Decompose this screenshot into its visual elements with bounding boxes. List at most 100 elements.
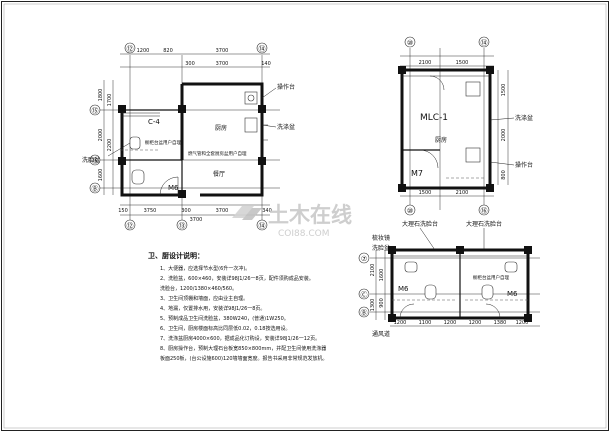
dim-text: 1200 [394, 320, 407, 326]
dim-text: 3700 [216, 208, 229, 214]
note-line: 2、洗脸盆，600×460，安装详98J1/26一8页，配件须购成品安装。 [160, 275, 314, 282]
column [258, 105, 266, 113]
design-notes: 卫、厨设计说明： 1、大便器，应选择节水型(6升一次冲)。 2、洗脸盆，600×… [148, 251, 328, 362]
dim-text: 1100 [419, 320, 432, 326]
column [118, 157, 126, 165]
dim-text: 2000 [98, 129, 104, 142]
axis-label: ⑯ [92, 157, 99, 165]
label-sink: 洗涤盆 [515, 114, 533, 122]
dim-text: 1200 [137, 48, 150, 54]
axis-circle [256, 42, 268, 54]
label-basin: 洗脸盆 [372, 244, 390, 252]
axis-label: ⑫ [127, 45, 134, 53]
dim-text: 140 [261, 61, 271, 67]
axis-circle [89, 104, 101, 116]
note-line: 1、大便器，应选择节水型(6升一次冲)。 [160, 265, 250, 272]
axis-label: ⑭ [259, 222, 266, 230]
axis-circle [478, 36, 490, 48]
axis-circle [404, 204, 416, 216]
sink-fixture [244, 117, 258, 133]
axis-circle [404, 36, 416, 48]
stove-fixture [465, 81, 481, 97]
dim-text: 1700 [107, 94, 113, 107]
note-line: 板面250板，(台公设施600)120墙墙面宽度。报告书采用非常规范发放机。 [160, 355, 328, 362]
plan-a: ⑫ ⑭ ⑫ ⑬ ⑭ ⑮ ⑯ Ⓑ 1200 820 3700 300 3700 1… [82, 42, 295, 231]
note-line: 6、卫生间，厨房楼面标高比同层低0.02，0.18按选用设。 [160, 325, 290, 332]
label-sink: 洗涤盆 [277, 123, 295, 131]
dim-text: 300 [181, 208, 191, 214]
watermark: 土木在线 COI88.COM [232, 203, 352, 239]
door-label: M6 [168, 184, 179, 192]
axis-label: ⑯ [481, 207, 488, 215]
axis-circle [89, 182, 101, 194]
dim-text: 1500 [501, 84, 507, 97]
title-left: 大理石洗脸台 [402, 220, 438, 228]
label-mirror: 梳妆镜 [372, 234, 390, 242]
dim-text: 1380 [494, 320, 507, 326]
gas-note: 燃气管和全套厨房盆用户自理 [188, 150, 247, 157]
axis-label: Ⓒ [361, 291, 368, 299]
note-line: 8、厨房操作台，预制大理石台板宽850×800mm，并配卫生间使用洗涤器 [160, 345, 326, 352]
plan-c-note: 橱柜台盆用户自理 [473, 274, 509, 281]
axis-circle [124, 42, 136, 54]
dim-text: 1600 [98, 169, 104, 182]
plan-b: ⑩ ⑭ ⑩ ⑯ 2100 1500 1500 2100 1500 2000 80… [398, 36, 533, 216]
dim-text: 300 [185, 61, 195, 67]
dim-text: 1500 [456, 60, 469, 66]
watermark-logo-icon [232, 206, 262, 220]
axis-circle [89, 154, 101, 166]
dim-text: 2100 [456, 190, 469, 196]
axis-circle [256, 219, 268, 231]
room-dining-label: 餐厅 [213, 170, 225, 178]
room-kitchen-label: 厨房 [215, 124, 227, 132]
axis-label: ⑩ [407, 207, 413, 215]
axis-circle [358, 252, 370, 264]
door-left-label: M6 [398, 285, 409, 293]
dim-text: 3700 [216, 48, 229, 54]
axis-label: ⑩ [407, 39, 413, 47]
axis-label: ⑦ [361, 255, 367, 263]
dim-text: 1200 [469, 320, 482, 326]
dim-text: 3700 [190, 217, 203, 223]
door-label-mlc: MLC-1 [420, 113, 448, 123]
dim-text: 1600 [379, 269, 385, 282]
window-label: C-4 [148, 118, 160, 126]
room-kitchen-label: 厨房 [435, 136, 447, 144]
column [178, 190, 186, 198]
door-right-label: M6 [507, 290, 518, 298]
column [258, 157, 266, 165]
dim-text: 340 [262, 208, 272, 214]
room-bath-label: 橱柜台盆用户自理 [145, 139, 181, 146]
column [178, 105, 186, 113]
note-line: 7、洗涤盆厨房4000×600，据成品化订购设，安装详98J1/26一12页。 [160, 335, 320, 342]
axis-circle [124, 219, 136, 231]
axis-label: Ⓑ [92, 185, 99, 193]
dim-text: 2100 [370, 264, 376, 277]
dim-text: 800 [501, 170, 507, 180]
axis-circle [478, 204, 490, 216]
label-basin: 洗脸盆 [82, 156, 100, 164]
axis-label: Ⓑ [361, 309, 368, 317]
label-counter: 操作台 [277, 83, 295, 91]
dim-text: 2000 [501, 129, 507, 142]
dim-text: 1800 [98, 89, 104, 102]
sink-fixture [465, 147, 481, 163]
dim-text: 3700 [216, 61, 229, 67]
door-label-m7: M7 [411, 169, 423, 178]
dim-text: 820 [163, 48, 173, 54]
axis-circle [176, 219, 188, 231]
note-line: 4、地漏，仅置排水用，安装详98J1/26一8页。 [160, 305, 265, 312]
axis-circle [358, 288, 370, 300]
axis-label: ⑭ [259, 45, 266, 53]
dim-text: 2100 [419, 60, 432, 66]
basin-fixture [504, 261, 518, 273]
axis-label: ⑫ [127, 222, 134, 230]
dim-text: 1200 [516, 320, 529, 326]
dim-text: 150 [118, 208, 128, 214]
axis-label: ⑬ [179, 222, 186, 230]
dim-text: 3750 [144, 208, 157, 214]
notes-title: 卫、厨设计说明： [148, 251, 204, 260]
title-right: 大理石洗脸台 [466, 220, 502, 228]
